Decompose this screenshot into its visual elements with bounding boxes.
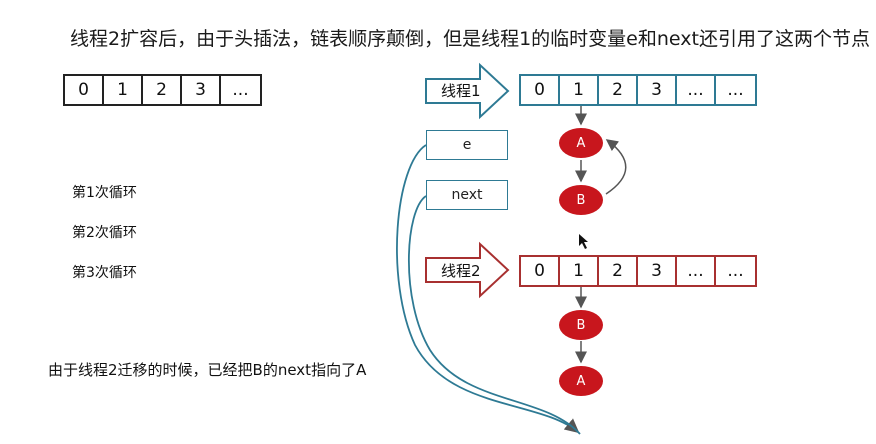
thread2-cell: ... [677,257,716,285]
loop-label-2: 第2次循环 [72,225,137,241]
thread2-cell: ... [727,261,744,281]
array-cell: 2 [143,76,182,104]
var-e-box: e [426,130,508,160]
t1-B-to-A-curve [605,139,627,195]
thread1-node-B: B [559,185,603,215]
thread2-label: 线程2 [441,262,481,280]
page-title: 线程2扩容后，由于头插法，链表顺序颠倒，但是线程1的临时变量e和next还引用了… [70,28,870,50]
array-cell: ... [232,80,249,100]
thread1-label: 线程1 [441,82,481,100]
array-cell: 3 [182,76,221,104]
thread2-cell: 2 [599,257,638,285]
note-text: 由于线程2迁移的时候，已经把B的next指向了A [48,361,367,379]
thread2-cell: 1 [560,257,599,285]
next-pointer-curve [407,195,581,435]
original-array: 0 1 2 3 ... [63,74,262,106]
thread1-cell: 0 [521,76,560,104]
thread1-cell: ... [727,80,744,100]
thread1-node-A: A [559,128,603,158]
loop-label-1: 第1次循环 [72,185,137,201]
array-cell: 1 [104,76,143,104]
thread1-cell: ... [677,76,716,104]
thread2-array: 0 1 2 3 ... ... [519,255,757,287]
thread2-node-B: B [559,310,603,340]
thread2-node-A: A [559,366,603,396]
thread2-arrow-shape [425,241,510,299]
thread2-cell: 3 [638,257,677,285]
thread1-arrow-shape [425,62,510,120]
thread2-cell: 0 [521,257,560,285]
cursor-icon [579,234,588,249]
thread1-cell: 2 [599,76,638,104]
thread1-cell: 3 [638,76,677,104]
var-next-box: next [426,180,508,210]
array-cell: 0 [65,76,104,104]
e-pointer-curve [396,144,580,434]
loop-label-3: 第3次循环 [72,265,137,281]
thread1-cell: 1 [560,76,599,104]
thread1-array: 0 1 2 3 ... ... [519,74,757,106]
